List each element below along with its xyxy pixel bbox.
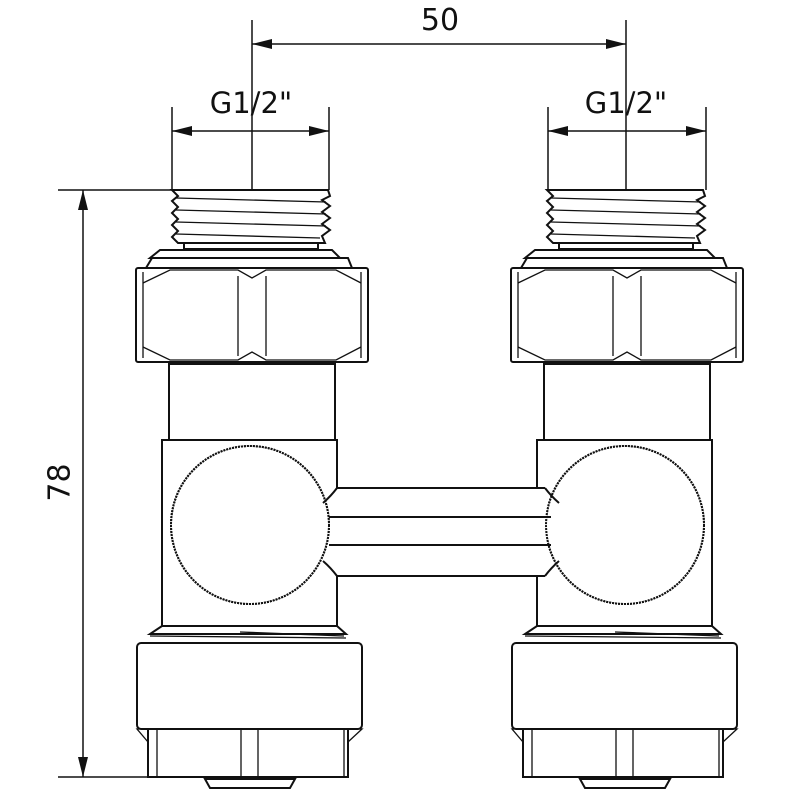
dimension-thread-left <box>171 107 330 190</box>
bridge-pipe <box>322 487 560 577</box>
dimension-78 <box>58 189 260 778</box>
dimension-thread-right <box>547 107 707 190</box>
dimension-label-center-distance: 50 <box>420 3 460 38</box>
dimension-label-thread-left: G1/2" <box>209 86 293 120</box>
dimension-50 <box>251 20 627 190</box>
dimension-label-overall-height: 78 <box>42 463 78 502</box>
dimension-label-thread-right: G1/2" <box>584 86 668 120</box>
